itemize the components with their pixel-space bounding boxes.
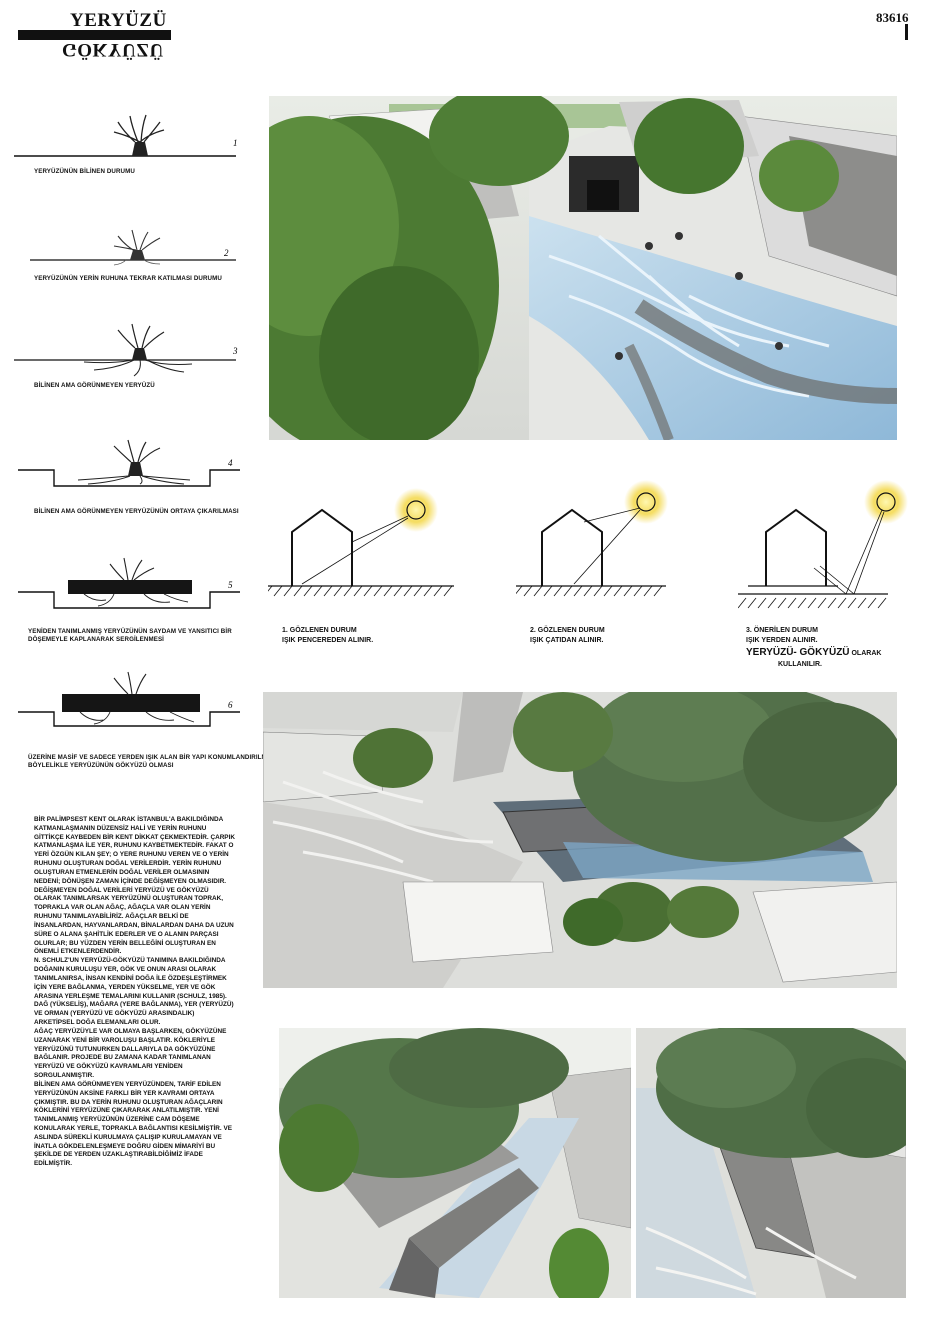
diagram-2-label: 2. GÖZLENEN DURUM IŞIK ÇATIDAN ALINIR. bbox=[530, 626, 605, 646]
step-4: 4 BİLİNEN AMA GÖRÜNMEYEN YERYÜZÜNÜN ORTA… bbox=[14, 434, 246, 518]
step-6-caption: ÜZERİNE MASİF VE SADECE YERDEN IŞIK ALAN… bbox=[28, 754, 278, 770]
essay-text: BİR PALİMPSEST KENT OLARAK İSTANBUL'A BA… bbox=[34, 816, 236, 1169]
diagram-1-note: IŞIK PENCEREDEN ALINIR. bbox=[282, 636, 374, 644]
project-tick bbox=[905, 24, 908, 40]
step-6-number: 6 bbox=[228, 700, 233, 710]
step-5: 5 YENİDEN TANIMLANMIŞ YERYÜZÜNÜN SAYDAM … bbox=[14, 550, 246, 650]
diagram-1-label: 1. GÖZLENEN DURUM IŞIK PENCEREDEN ALINIR… bbox=[282, 626, 373, 646]
diagram-roof-light: 2. GÖZLENEN DURUM IŞIK ÇATIDAN ALINIR. bbox=[513, 476, 696, 660]
render-aerial-view bbox=[263, 692, 897, 988]
diagram-3-title: 3. ÖNERİLEN DURUM bbox=[746, 627, 818, 634]
title-bar bbox=[18, 30, 171, 40]
step-1: 1 YERYÜZÜNÜN BİLİNEN DURUMU bbox=[14, 112, 246, 192]
diagram-3-line4: KULLANILIR. bbox=[778, 660, 822, 668]
diagram-3-suffix: OLARAK bbox=[851, 649, 882, 657]
diagram-3-emphasis: YERYÜZÜ- GÖKYÜZÜ bbox=[746, 646, 850, 658]
mirrored-title: GÖKYÜZÜ bbox=[62, 39, 164, 60]
essay-paragraph-4: BİLİNEN AMA GÖRÜNMEYEN YERYÜZÜNDEN, TARİ… bbox=[34, 1080, 232, 1168]
step-6: 6 ÜZERİNE MASİF VE SADECE YERDEN IŞIK AL… bbox=[14, 666, 277, 776]
step-1-number: 1 bbox=[233, 138, 238, 148]
essay-paragraph-1: BİR PALİMPSEST KENT OLARAK İSTANBUL'A BA… bbox=[34, 816, 235, 956]
step-1-sketch: 1 bbox=[14, 114, 238, 157]
step-4-number: 4 bbox=[228, 458, 233, 468]
diagram-window-light: 1. GÖZLENEN DURUM IŞIK PENCEREDEN ALINIR… bbox=[263, 480, 468, 660]
step-5-sketch: 5 bbox=[18, 557, 240, 609]
step-2-caption: YERYÜZÜNÜN YERİN RUHUNA TEKRAR KATILMASI… bbox=[34, 275, 222, 282]
diagram-2-note: IŞIK ÇATIDAN ALINIR. bbox=[530, 636, 604, 644]
step-3: 3 BİLİNEN AMA GÖRÜNMEYEN YERYÜZÜ bbox=[14, 318, 246, 402]
render-plaza-view bbox=[269, 96, 897, 440]
step-1-caption: YERYÜZÜNÜN BİLİNEN DURUMU bbox=[34, 168, 135, 175]
step-5-caption: YENİDEN TANIMLANMIŞ YERYÜZÜNÜN SAYDAM VE… bbox=[28, 628, 232, 644]
step-3-number: 3 bbox=[232, 346, 238, 356]
step-6-sketch: 6 bbox=[18, 671, 240, 727]
render-perspective-left bbox=[279, 1028, 631, 1298]
step-3-caption: BİLİNEN AMA GÖRÜNMEYEN YERYÜZÜ bbox=[34, 382, 155, 389]
render-perspective-right bbox=[636, 1028, 906, 1298]
step-4-caption: BİLİNEN AMA GÖRÜNMEYEN YERYÜZÜNÜN ORTAYA… bbox=[34, 508, 239, 515]
essay-paragraph-3: AĞAÇ YERYÜZÜYLE VAR OLMAYA BAŞLARKEN, GÖ… bbox=[34, 1027, 227, 1080]
step-2: 2 YERYÜZÜNÜN YERİN RUHUNA TEKRAR KATILMA… bbox=[14, 220, 246, 300]
title: YERYÜZÜ bbox=[70, 10, 167, 31]
step-2-sketch: 2 bbox=[30, 229, 236, 266]
project-number: 83616 bbox=[876, 10, 909, 25]
essay-paragraph-2: N. SCHULZ'UN YERYÜZÜ-GÖKYÜZÜ TANIMINA BA… bbox=[34, 957, 234, 1027]
step-3-sketch: 3 bbox=[14, 323, 238, 377]
diagram-2-title: 2. GÖZLENEN DURUM bbox=[530, 627, 605, 634]
diagram-1-title: 1. GÖZLENEN DURUM bbox=[282, 627, 357, 634]
step-5-number: 5 bbox=[228, 580, 233, 590]
diagram-ground-light: 3. ÖNERİLEN DURUM IŞIK YERDEN ALINIR. YE… bbox=[737, 476, 928, 686]
step-4-sketch: 4 bbox=[18, 439, 240, 487]
diagram-3-label: 3. ÖNERİLEN DURUM IŞIK YERDEN ALINIR. YE… bbox=[746, 626, 881, 669]
diagram-3-note: IŞIK YERDEN ALINIR. bbox=[746, 636, 818, 644]
step-2-number: 2 bbox=[224, 248, 229, 258]
